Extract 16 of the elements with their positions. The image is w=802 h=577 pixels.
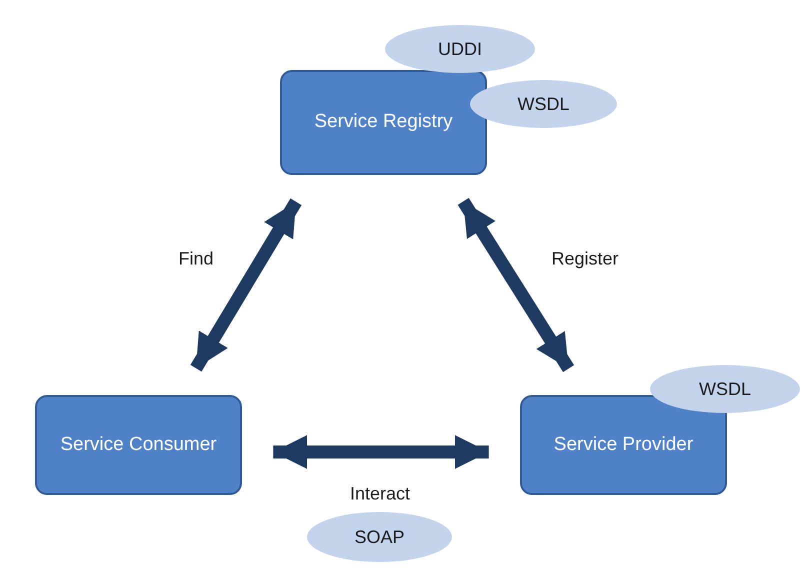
double-arrow bbox=[273, 435, 489, 469]
tag-label: UDDI bbox=[438, 38, 482, 60]
tag-label: WSDL bbox=[698, 378, 751, 400]
double-arrow bbox=[458, 198, 574, 372]
edge-label: Register bbox=[551, 248, 619, 270]
service-box bbox=[35, 395, 242, 495]
tag-label: WSDL bbox=[517, 92, 570, 116]
service-box bbox=[520, 395, 727, 495]
service-box bbox=[280, 70, 487, 175]
box-label: Service Consumer bbox=[60, 432, 217, 457]
box-label: Service Registry bbox=[314, 110, 453, 134]
tag-label: SOAP bbox=[354, 526, 405, 548]
edge-label: Find bbox=[178, 248, 214, 270]
edge-label: Interact bbox=[350, 482, 410, 506]
box-label: Service Provider bbox=[554, 432, 694, 457]
double-arrow bbox=[190, 198, 302, 372]
